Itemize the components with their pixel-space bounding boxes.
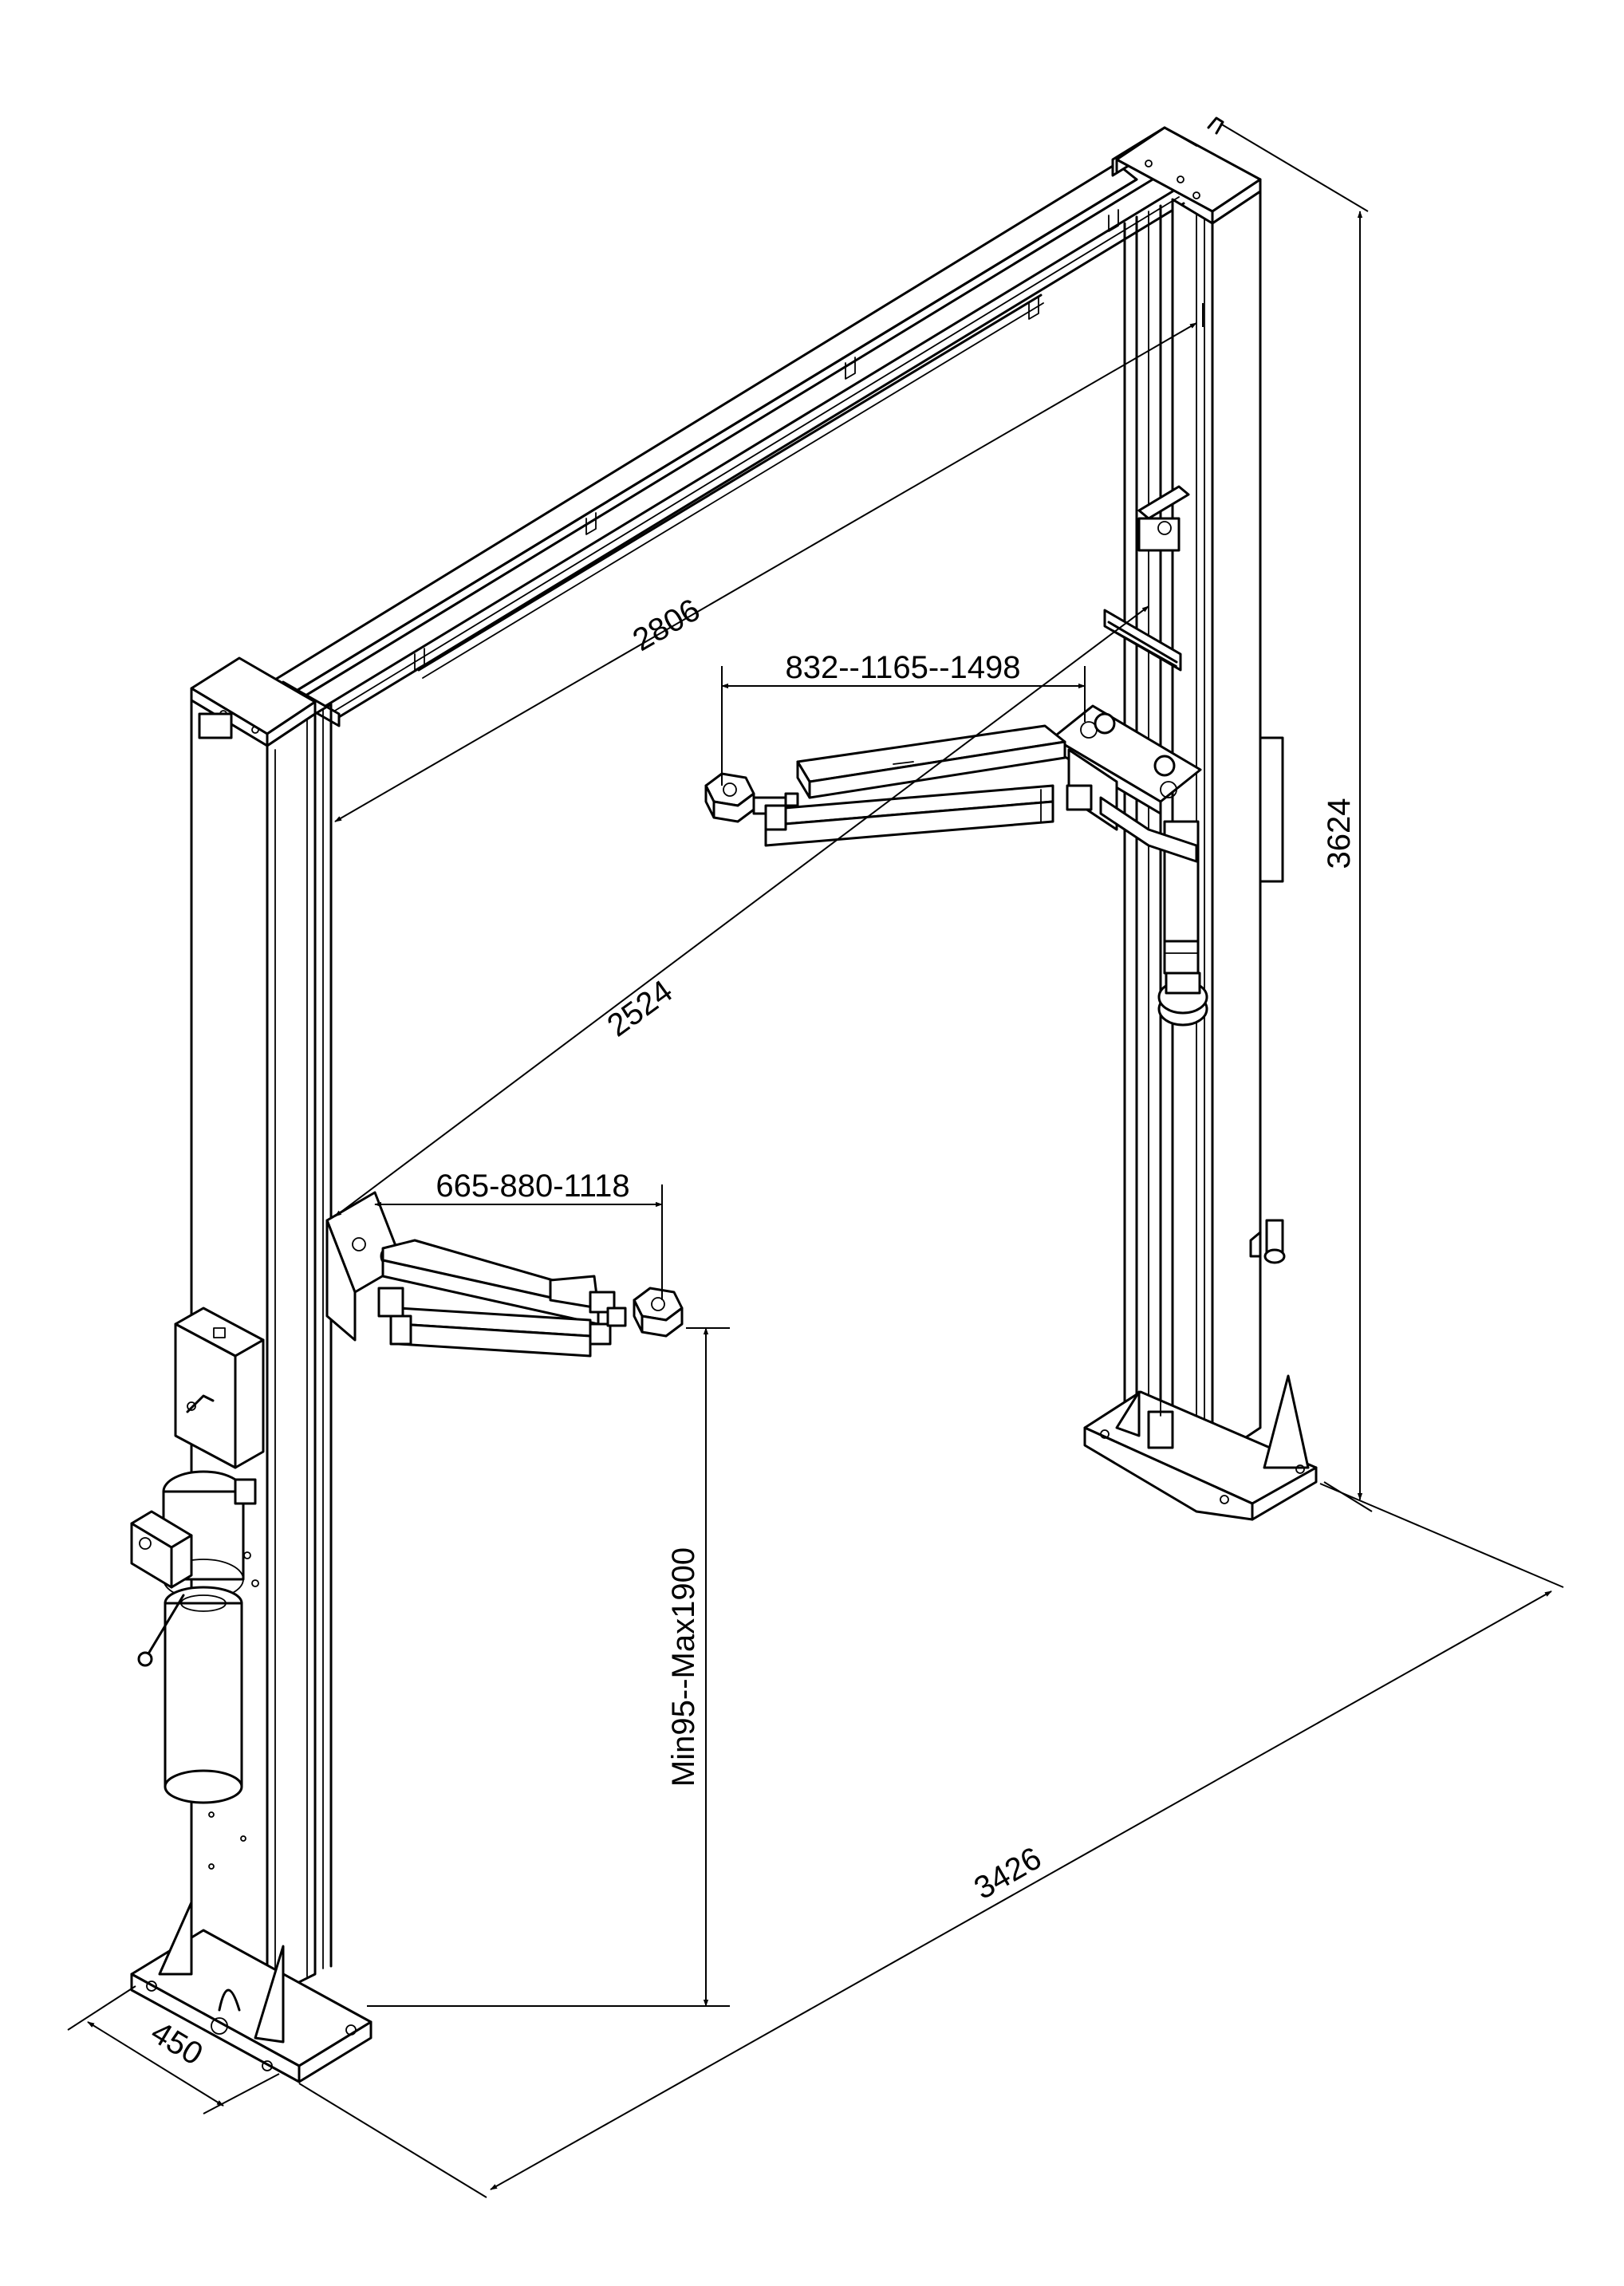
label-3426: 3426 <box>968 1840 1047 1906</box>
label-3624: 3624 <box>1322 798 1357 869</box>
top-cross-beam <box>270 126 1185 727</box>
front-arms <box>325 1191 684 1358</box>
label-lift-height: Min95--Max1900 <box>666 1547 701 1787</box>
label-rear-arm: 832--1165--1498 <box>785 650 1020 685</box>
label-front-arm: 665-880-1118 <box>436 1169 629 1204</box>
label-2806: 2806 <box>627 592 706 658</box>
power-unit <box>130 1307 265 1804</box>
dim-line-450 <box>87 2021 224 2107</box>
label-2524: 2524 <box>601 974 679 1044</box>
rear-arms <box>704 704 1202 863</box>
dim-line-2524 <box>334 605 1149 1217</box>
dim-line-3426 <box>490 1590 1552 2190</box>
dimension-lines <box>67 123 1564 2198</box>
